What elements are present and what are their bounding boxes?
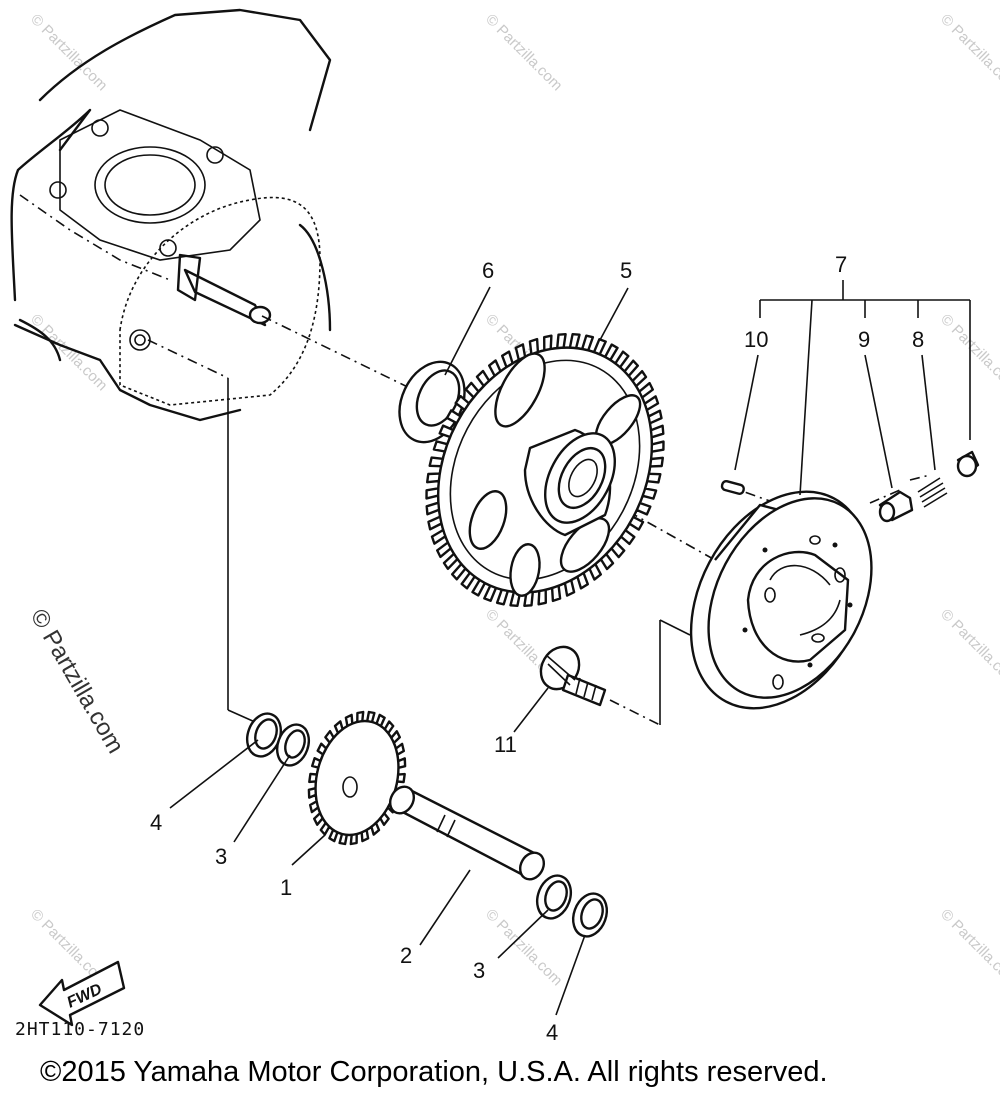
watermark: © Partzilla.com (937, 11, 1000, 94)
label-1: 1 (280, 875, 292, 900)
label-2: 2 (400, 943, 412, 968)
watermark: © Partzilla.com (937, 606, 1000, 689)
part-2-idle-shaft (388, 785, 546, 881)
watermark: © Partzilla.com (27, 11, 110, 94)
copyright-notice: ©2015 Yamaha Motor Corporation, U.S.A. A… (40, 1056, 828, 1088)
label-7: 7 (835, 252, 847, 277)
label-3: 3 (473, 958, 485, 983)
leader-lines (169, 280, 971, 1016)
drawing-code: 2HT110-7120 (15, 1019, 145, 1040)
engine-crankcase (10, 8, 332, 422)
label-6: 6 (482, 258, 494, 283)
fwd-arrow: FWD (38, 960, 126, 1027)
label-10: 10 (744, 327, 768, 352)
watermark-large: © Partzilla.com (25, 605, 129, 759)
label-4: 4 (150, 810, 162, 835)
clutch-small-parts (720, 450, 980, 523)
watermark: © Partzilla.com (482, 11, 565, 94)
part-number-labels: 6 5 7 10 9 8 11 4 3 1 2 3 4 (150, 252, 924, 1045)
label-8: 8 (912, 327, 924, 352)
part-1-idle-gear (307, 710, 407, 846)
label-3: 3 (215, 844, 227, 869)
label-9: 9 (858, 327, 870, 352)
watermark: © Partzilla.com (937, 906, 1000, 989)
washers-and-circlips (245, 712, 609, 938)
part-11-bolt (539, 645, 607, 707)
part-7-starter-clutch-assembly (689, 490, 873, 710)
watermark: © Partzilla.com (937, 311, 1000, 394)
label-5: 5 (620, 258, 632, 283)
label-4: 4 (546, 1020, 558, 1045)
part-6-washer (398, 360, 466, 444)
label-11: 11 (494, 732, 517, 757)
watermark: © Partzilla.com (27, 311, 110, 394)
part-5-starter-wheel-gear (425, 333, 665, 607)
